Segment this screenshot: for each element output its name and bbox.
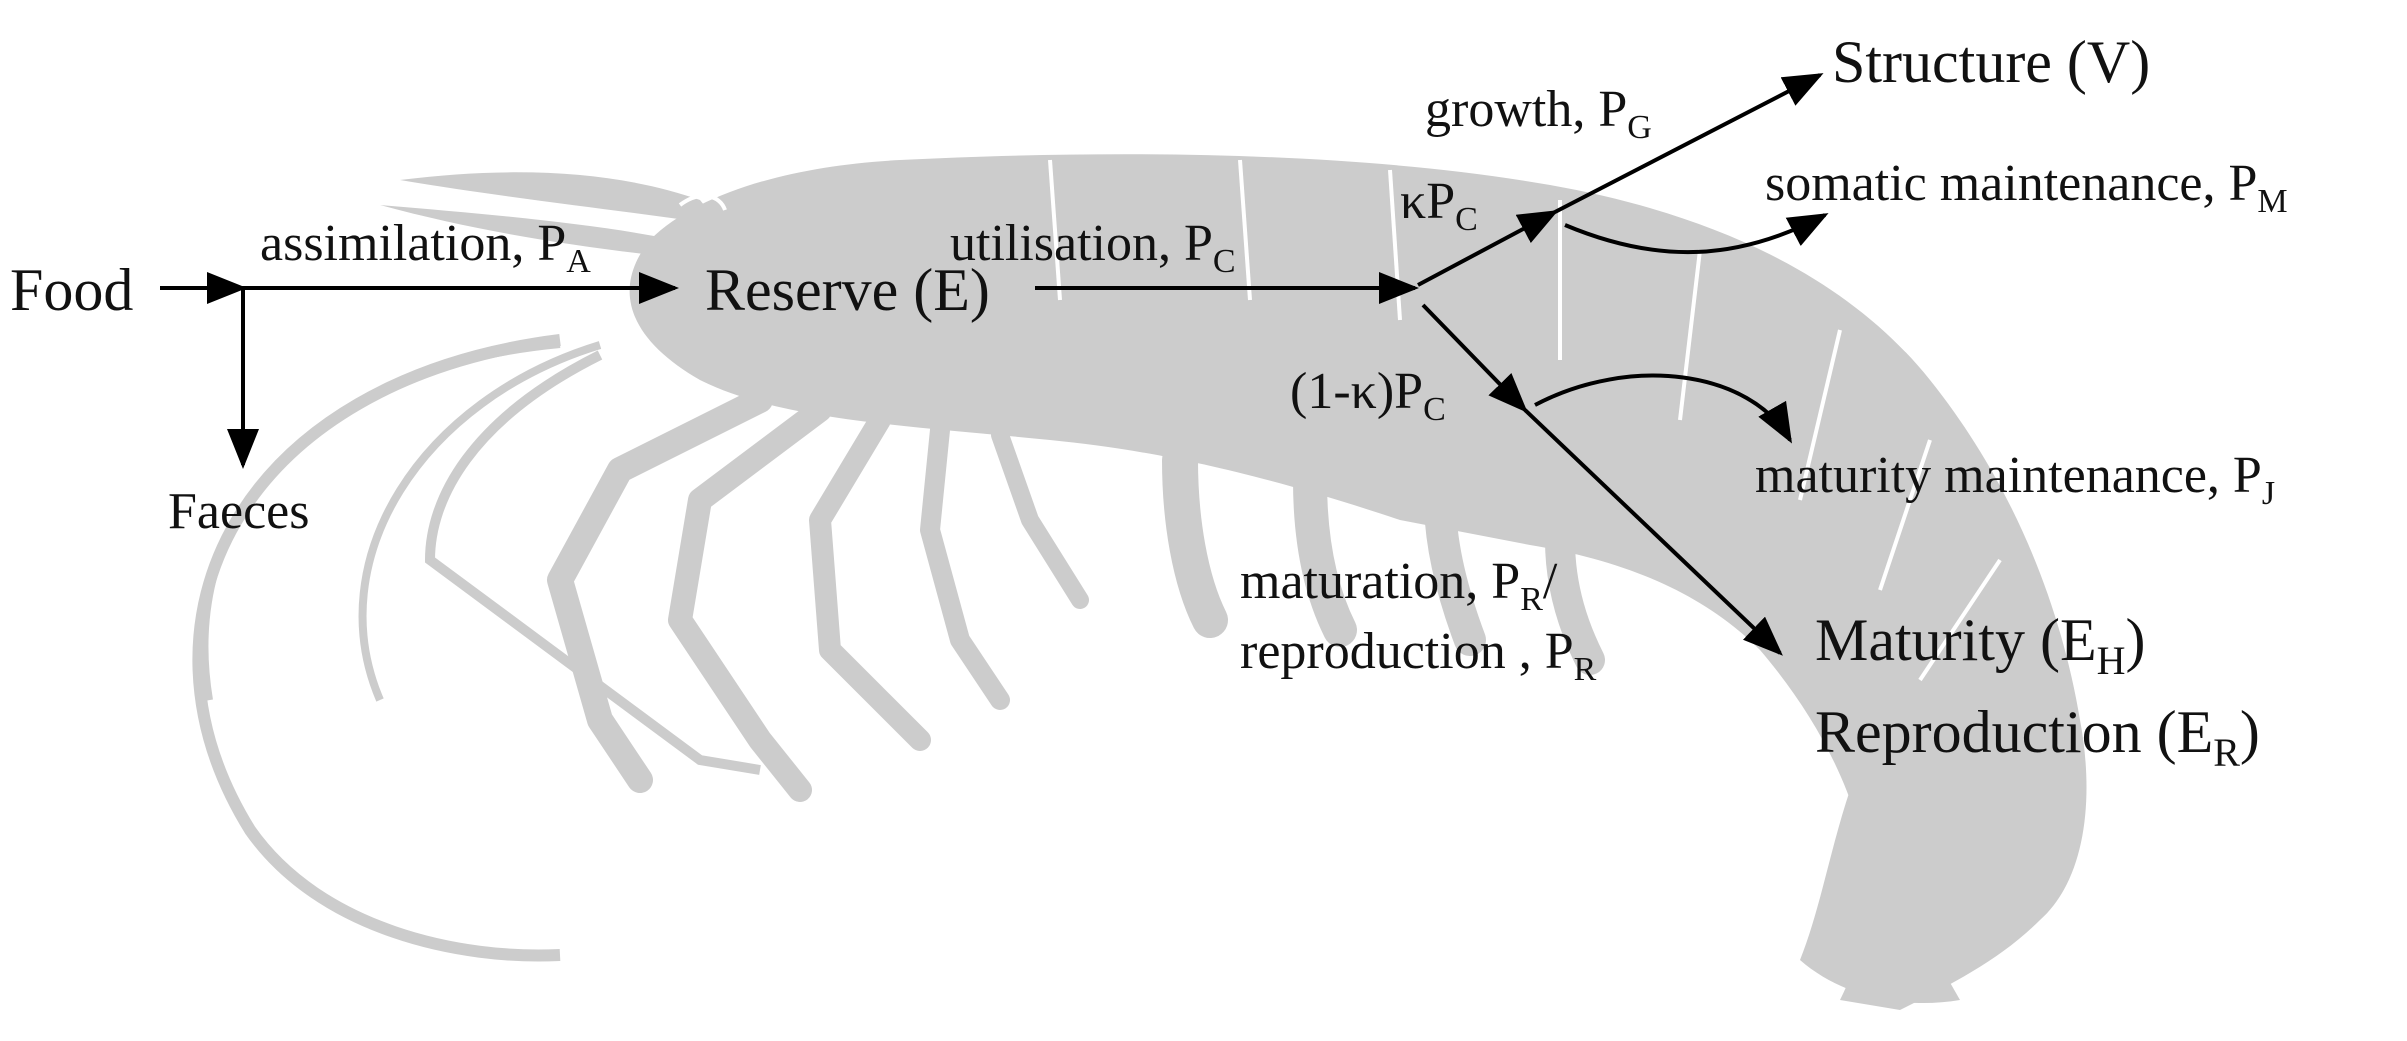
utilisation-label: utilisation, PC <box>950 215 1236 280</box>
segment-line-6 <box>1798 329 1842 501</box>
leg-1 <box>547 387 773 793</box>
faeces-label: Faeces <box>168 483 309 540</box>
leg-5 <box>991 426 1089 609</box>
growth-label: growth, PG <box>1425 81 1652 146</box>
flow-arrows <box>160 73 1829 656</box>
antenna-long <box>192 334 561 962</box>
body <box>629 154 2087 1011</box>
pleopod-1 <box>1162 442 1228 638</box>
leg-2 <box>668 398 832 802</box>
pleopod-4 <box>1545 525 1605 675</box>
arrow-one-minus-kappa-pc <box>1421 303 1528 413</box>
somatic-maintenance-label: somatic maintenance, PM <box>1765 155 2288 220</box>
arrow-somatic-maintenance <box>1564 213 1829 255</box>
arrow-maturation <box>1523 408 1783 656</box>
arrow-maturity-maintenance <box>1534 373 1792 444</box>
pleopod-3 <box>1424 484 1486 656</box>
eye-outline <box>678 194 727 211</box>
leg-4 <box>920 420 1010 710</box>
food-label: Food <box>10 257 133 323</box>
body-segments <box>678 159 2002 682</box>
arrow-growth <box>1554 73 1824 214</box>
whip-antenna-1 <box>202 342 561 701</box>
tail-fan <box>1800 790 1960 1004</box>
rostrum-lower <box>380 205 700 260</box>
segment-line-1 <box>1048 159 1062 301</box>
antenna-inner <box>358 341 602 702</box>
reproduction-flow-label: reproduction , PR <box>1240 623 1597 688</box>
rostrum <box>400 172 720 225</box>
labels: Food Faeces Reserve (E) Structure (V) as… <box>10 29 2288 775</box>
structure-label: Structure (V) <box>1832 29 2150 95</box>
segment-line-7 <box>1878 439 1932 591</box>
segment-line-8 <box>1918 558 2002 682</box>
maturity-label: Maturity (EH) <box>1815 607 2145 683</box>
reproduction-label: Reproduction (ER) <box>1815 699 2260 775</box>
maturity-maintenance-label: maturity maintenance, PJ <box>1755 447 2275 512</box>
leg-3 <box>809 409 931 751</box>
reserve-label: Reserve (E) <box>705 257 990 323</box>
kappa-pc-label: κPC <box>1400 173 1478 238</box>
whip-antenna-2 <box>424 350 761 775</box>
arrow-kappa-pc <box>1417 210 1559 287</box>
shrimp-silhouette-icon <box>192 154 2087 1011</box>
one-minus-kappa-pc-label: (1-κ)PC <box>1290 363 1446 428</box>
segment-line-5 <box>1678 249 1702 421</box>
segment-line-2 <box>1238 159 1252 301</box>
assimilation-label: assimilation, PA <box>260 215 591 280</box>
maturation-label: maturation, PR/ <box>1240 553 1558 618</box>
pleopod-2 <box>1293 463 1357 647</box>
